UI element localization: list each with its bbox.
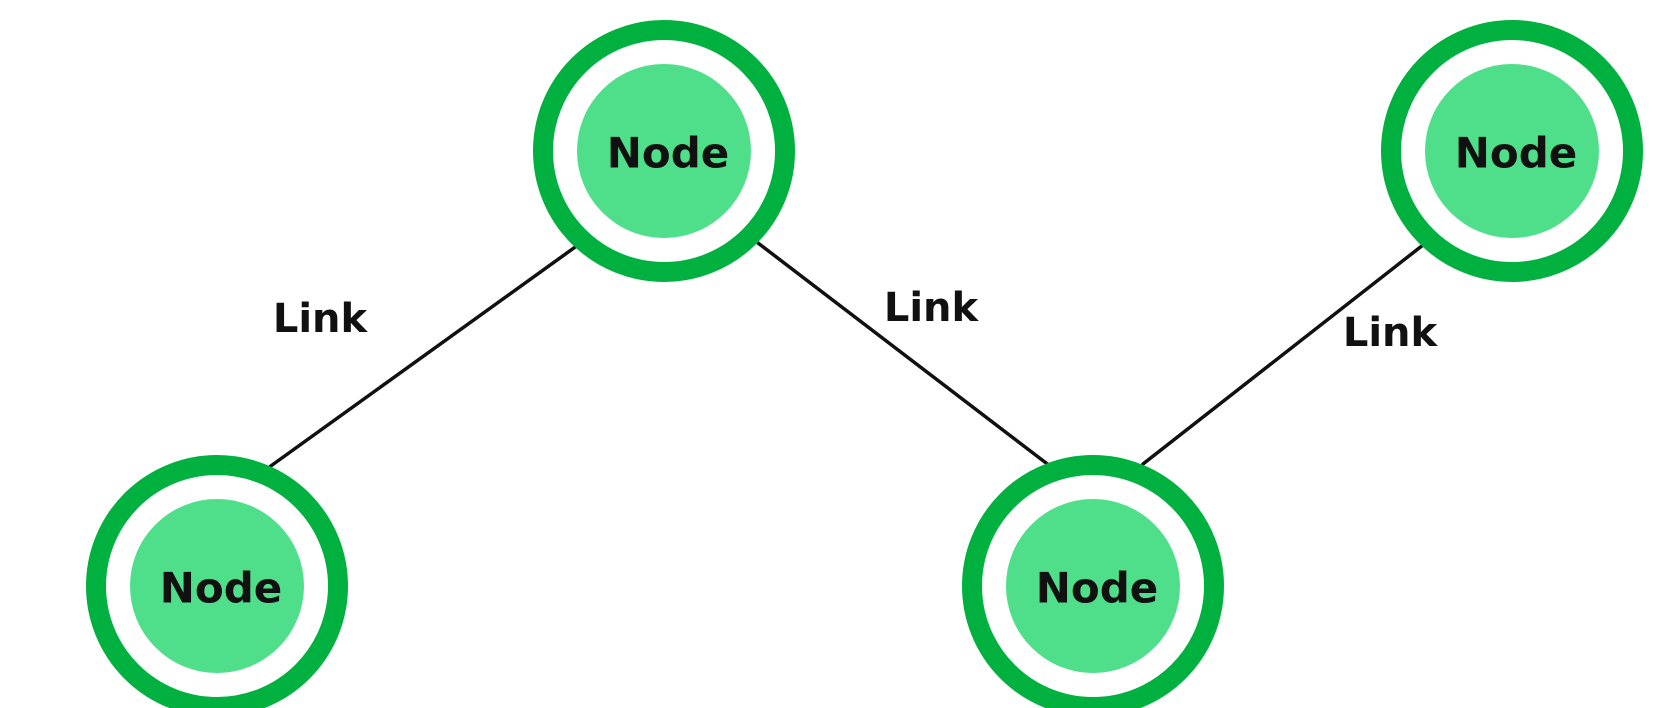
node-bottom-middle[interactable]: Node — [962, 455, 1224, 708]
link-line-top-to-bottom-left — [266, 243, 580, 470]
node-top-right[interactable]: Node — [1381, 20, 1643, 282]
node-bottom-left[interactable]: Node — [86, 455, 348, 708]
link-line-bottom-middle-to-top-right — [1141, 243, 1425, 466]
node-top[interactable]: Node — [533, 20, 795, 282]
node-core — [1425, 64, 1599, 238]
link-label-top-to-bottom-left: Link — [273, 296, 369, 342]
node-core — [130, 499, 304, 673]
node-core — [1006, 499, 1180, 673]
node-label: Node — [1455, 129, 1578, 178]
node-label: Node — [607, 129, 730, 178]
link-line-top-to-bottom-middle — [756, 241, 1052, 468]
link-label-bottom-middle-to-top-right: Link — [1343, 310, 1439, 356]
node-label: Node — [1036, 564, 1159, 613]
node-core — [577, 64, 751, 238]
link-label-top-to-bottom-middle: Link — [884, 285, 980, 331]
node-label: Node — [160, 564, 283, 613]
